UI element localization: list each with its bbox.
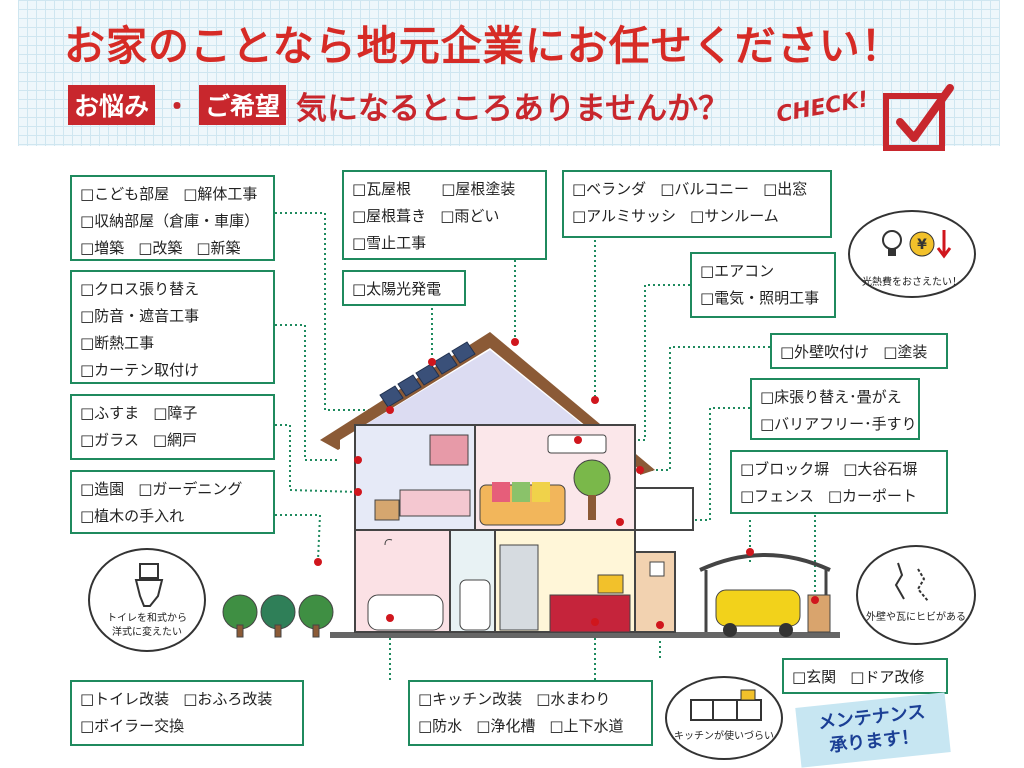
page-title: お家のことなら地元企業にお任せください！ bbox=[64, 22, 903, 70]
wish-tag: ご希望 bbox=[199, 85, 287, 125]
item-aluminum-sash[interactable]: □アルミサッシ bbox=[572, 207, 677, 225]
item-block-wall[interactable]: □ブロック塀 bbox=[740, 460, 830, 478]
item-tile-roof[interactable]: □瓦屋根 bbox=[352, 180, 412, 198]
item-cloth[interactable]: □クロス張り替え bbox=[80, 280, 200, 298]
item-toilet-renovation[interactable]: □トイレ改装 bbox=[80, 690, 170, 708]
item-storage[interactable]: □収納部屋（倉庫・車庫） bbox=[80, 212, 260, 230]
item-balcony[interactable]: □バルコニー bbox=[660, 180, 750, 198]
item-renovation[interactable]: □改築 bbox=[138, 239, 183, 257]
toilet-caption-1: トイレを和式から bbox=[107, 613, 187, 624]
kitchen-caption: キッチンが使いづらい bbox=[674, 731, 774, 742]
item-roof-paint[interactable]: □屋根塗装 bbox=[441, 180, 516, 198]
leader-lines bbox=[275, 212, 816, 680]
worry-tag: お悩み bbox=[68, 85, 156, 125]
box-solar: □太陽光発電 bbox=[342, 270, 466, 306]
item-sunroom[interactable]: □サンルーム bbox=[690, 207, 779, 225]
item-fusuma[interactable]: □ふすま bbox=[80, 404, 140, 422]
box-cloth: □クロス張り替え □防音・遮音工事 □断熱工事 □カーテン取付け bbox=[70, 270, 275, 384]
item-painting[interactable]: □塗装 bbox=[883, 343, 928, 361]
utility-caption: 光熱費をおさえたい！ bbox=[862, 277, 962, 288]
item-shoji[interactable]: □障子 bbox=[153, 404, 198, 422]
item-exterior-spray[interactable]: □外壁吹付け bbox=[780, 343, 870, 361]
item-plumbing[interactable]: □水まわり bbox=[536, 690, 611, 708]
item-new-build[interactable]: □新築 bbox=[196, 239, 241, 257]
crack-icon bbox=[894, 562, 929, 602]
item-barrier-free[interactable]: □バリアフリー･手すり bbox=[760, 415, 917, 433]
header-grid-background bbox=[18, 0, 1000, 146]
item-boiler[interactable]: □ボイラー交換 bbox=[80, 717, 185, 735]
box-exterior: □外壁吹付け □塗装 bbox=[770, 333, 948, 369]
bubble-utility: ¥ 光熱費をおさえたい！ bbox=[848, 210, 976, 298]
item-entrance[interactable]: □玄関 bbox=[792, 668, 837, 686]
item-carport[interactable]: □カーポート bbox=[827, 487, 918, 505]
item-extension[interactable]: □増築 bbox=[80, 239, 125, 257]
box-fusuma: □ふすま □障子 □ガラス □網戸 bbox=[70, 394, 275, 460]
item-roofing[interactable]: □屋根葺き bbox=[352, 207, 427, 225]
lightbulb-yen-icon: ¥ bbox=[882, 230, 952, 259]
bubble-crack: 外壁や瓦にヒビがある bbox=[856, 545, 976, 645]
box-kitchen: □キッチン改装 □水まわり □防水 □浄化槽 □上下水道 bbox=[408, 680, 653, 746]
item-solar[interactable]: □太陽光発電 bbox=[352, 280, 442, 298]
svg-text:¥: ¥ bbox=[917, 237, 927, 253]
separator-dot: ・ bbox=[163, 90, 192, 123]
box-garden: □造園 □ガーデニング □植木の手入れ bbox=[70, 470, 275, 534]
item-door-repair[interactable]: □ドア改修 bbox=[850, 668, 925, 686]
item-water-sewer[interactable]: □上下水道 bbox=[549, 717, 624, 735]
item-waterproof[interactable]: □防水 bbox=[418, 717, 463, 735]
item-glass[interactable]: □ガラス bbox=[80, 431, 139, 449]
box-block: □ブロック塀 □大谷石塀 □フェンス □カーポート bbox=[730, 450, 948, 514]
item-landscaping[interactable]: □造園 bbox=[80, 480, 125, 498]
item-gardening[interactable]: □ガーデニング bbox=[138, 480, 243, 498]
bubble-toilet: トイレを和式から 洋式に変えたい bbox=[88, 548, 206, 652]
item-flooring[interactable]: □床張り替え･畳がえ bbox=[760, 388, 902, 406]
box-toilet: □トイレ改装 □おふろ改装 □ボイラー交換 bbox=[70, 680, 304, 746]
item-soundproof[interactable]: □防音・遮音工事 bbox=[80, 307, 200, 325]
item-bay-window[interactable]: □出窓 bbox=[763, 180, 808, 198]
item-insulation[interactable]: □断熱工事 bbox=[80, 334, 155, 352]
item-demolition[interactable]: □解体工事 bbox=[183, 185, 258, 203]
item-kids-room[interactable]: □こども部屋 bbox=[80, 185, 170, 203]
toilet-icon bbox=[134, 563, 164, 607]
box-entrance: □玄関 □ドア改修 bbox=[782, 658, 948, 694]
subtitle-text: 気になるところありませんか？ bbox=[296, 90, 730, 127]
box-veranda: □ベランダ □バルコニー □出窓 □アルミサッシ □サンルーム bbox=[562, 170, 832, 238]
item-septic[interactable]: □浄化槽 bbox=[476, 717, 536, 735]
box-kids-room: □こども部屋 □解体工事 □収納部屋（倉庫・車庫） □増築 □改築 □新築 bbox=[70, 175, 275, 261]
kitchen-icon bbox=[690, 689, 762, 721]
item-snow-guard[interactable]: □雪止工事 bbox=[352, 234, 427, 252]
item-gutter[interactable]: □雨どい bbox=[440, 207, 500, 225]
box-floor: □床張り替え･畳がえ □バリアフリー･手すり bbox=[750, 378, 920, 440]
box-aircon: □エアコン □電気・照明工事 bbox=[690, 252, 836, 318]
item-curtain[interactable]: □カーテン取付け bbox=[80, 361, 200, 379]
checkmark-icon bbox=[883, 84, 954, 151]
item-electrical[interactable]: □電気・照明工事 bbox=[700, 289, 820, 307]
bubble-kitchen: キッチンが使いづらい bbox=[665, 676, 783, 760]
item-screen-door[interactable]: □網戸 bbox=[152, 431, 198, 449]
item-tree-care[interactable]: □植木の手入れ bbox=[80, 507, 185, 525]
item-bath-renovation[interactable]: □おふろ改装 bbox=[183, 690, 273, 708]
item-veranda[interactable]: □ベランダ bbox=[572, 180, 647, 198]
box-roof: □瓦屋根 □屋根塗装 □屋根葺き □雨どい □雪止工事 bbox=[342, 170, 547, 260]
item-fence[interactable]: □フェンス bbox=[740, 487, 814, 505]
marker-dots bbox=[314, 338, 819, 629]
toilet-caption-2: 洋式に変えたい bbox=[112, 627, 182, 638]
item-oya-stone-wall[interactable]: □大谷石塀 bbox=[843, 460, 918, 478]
item-aircon[interactable]: □エアコン bbox=[700, 262, 775, 280]
crack-caption: 外壁や瓦にヒビがある bbox=[866, 612, 966, 623]
item-kitchen[interactable]: □キッチン改装 bbox=[418, 690, 523, 708]
subtitle-row: お悩み ・ ご希望 気になるところありませんか？ bbox=[68, 84, 730, 127]
